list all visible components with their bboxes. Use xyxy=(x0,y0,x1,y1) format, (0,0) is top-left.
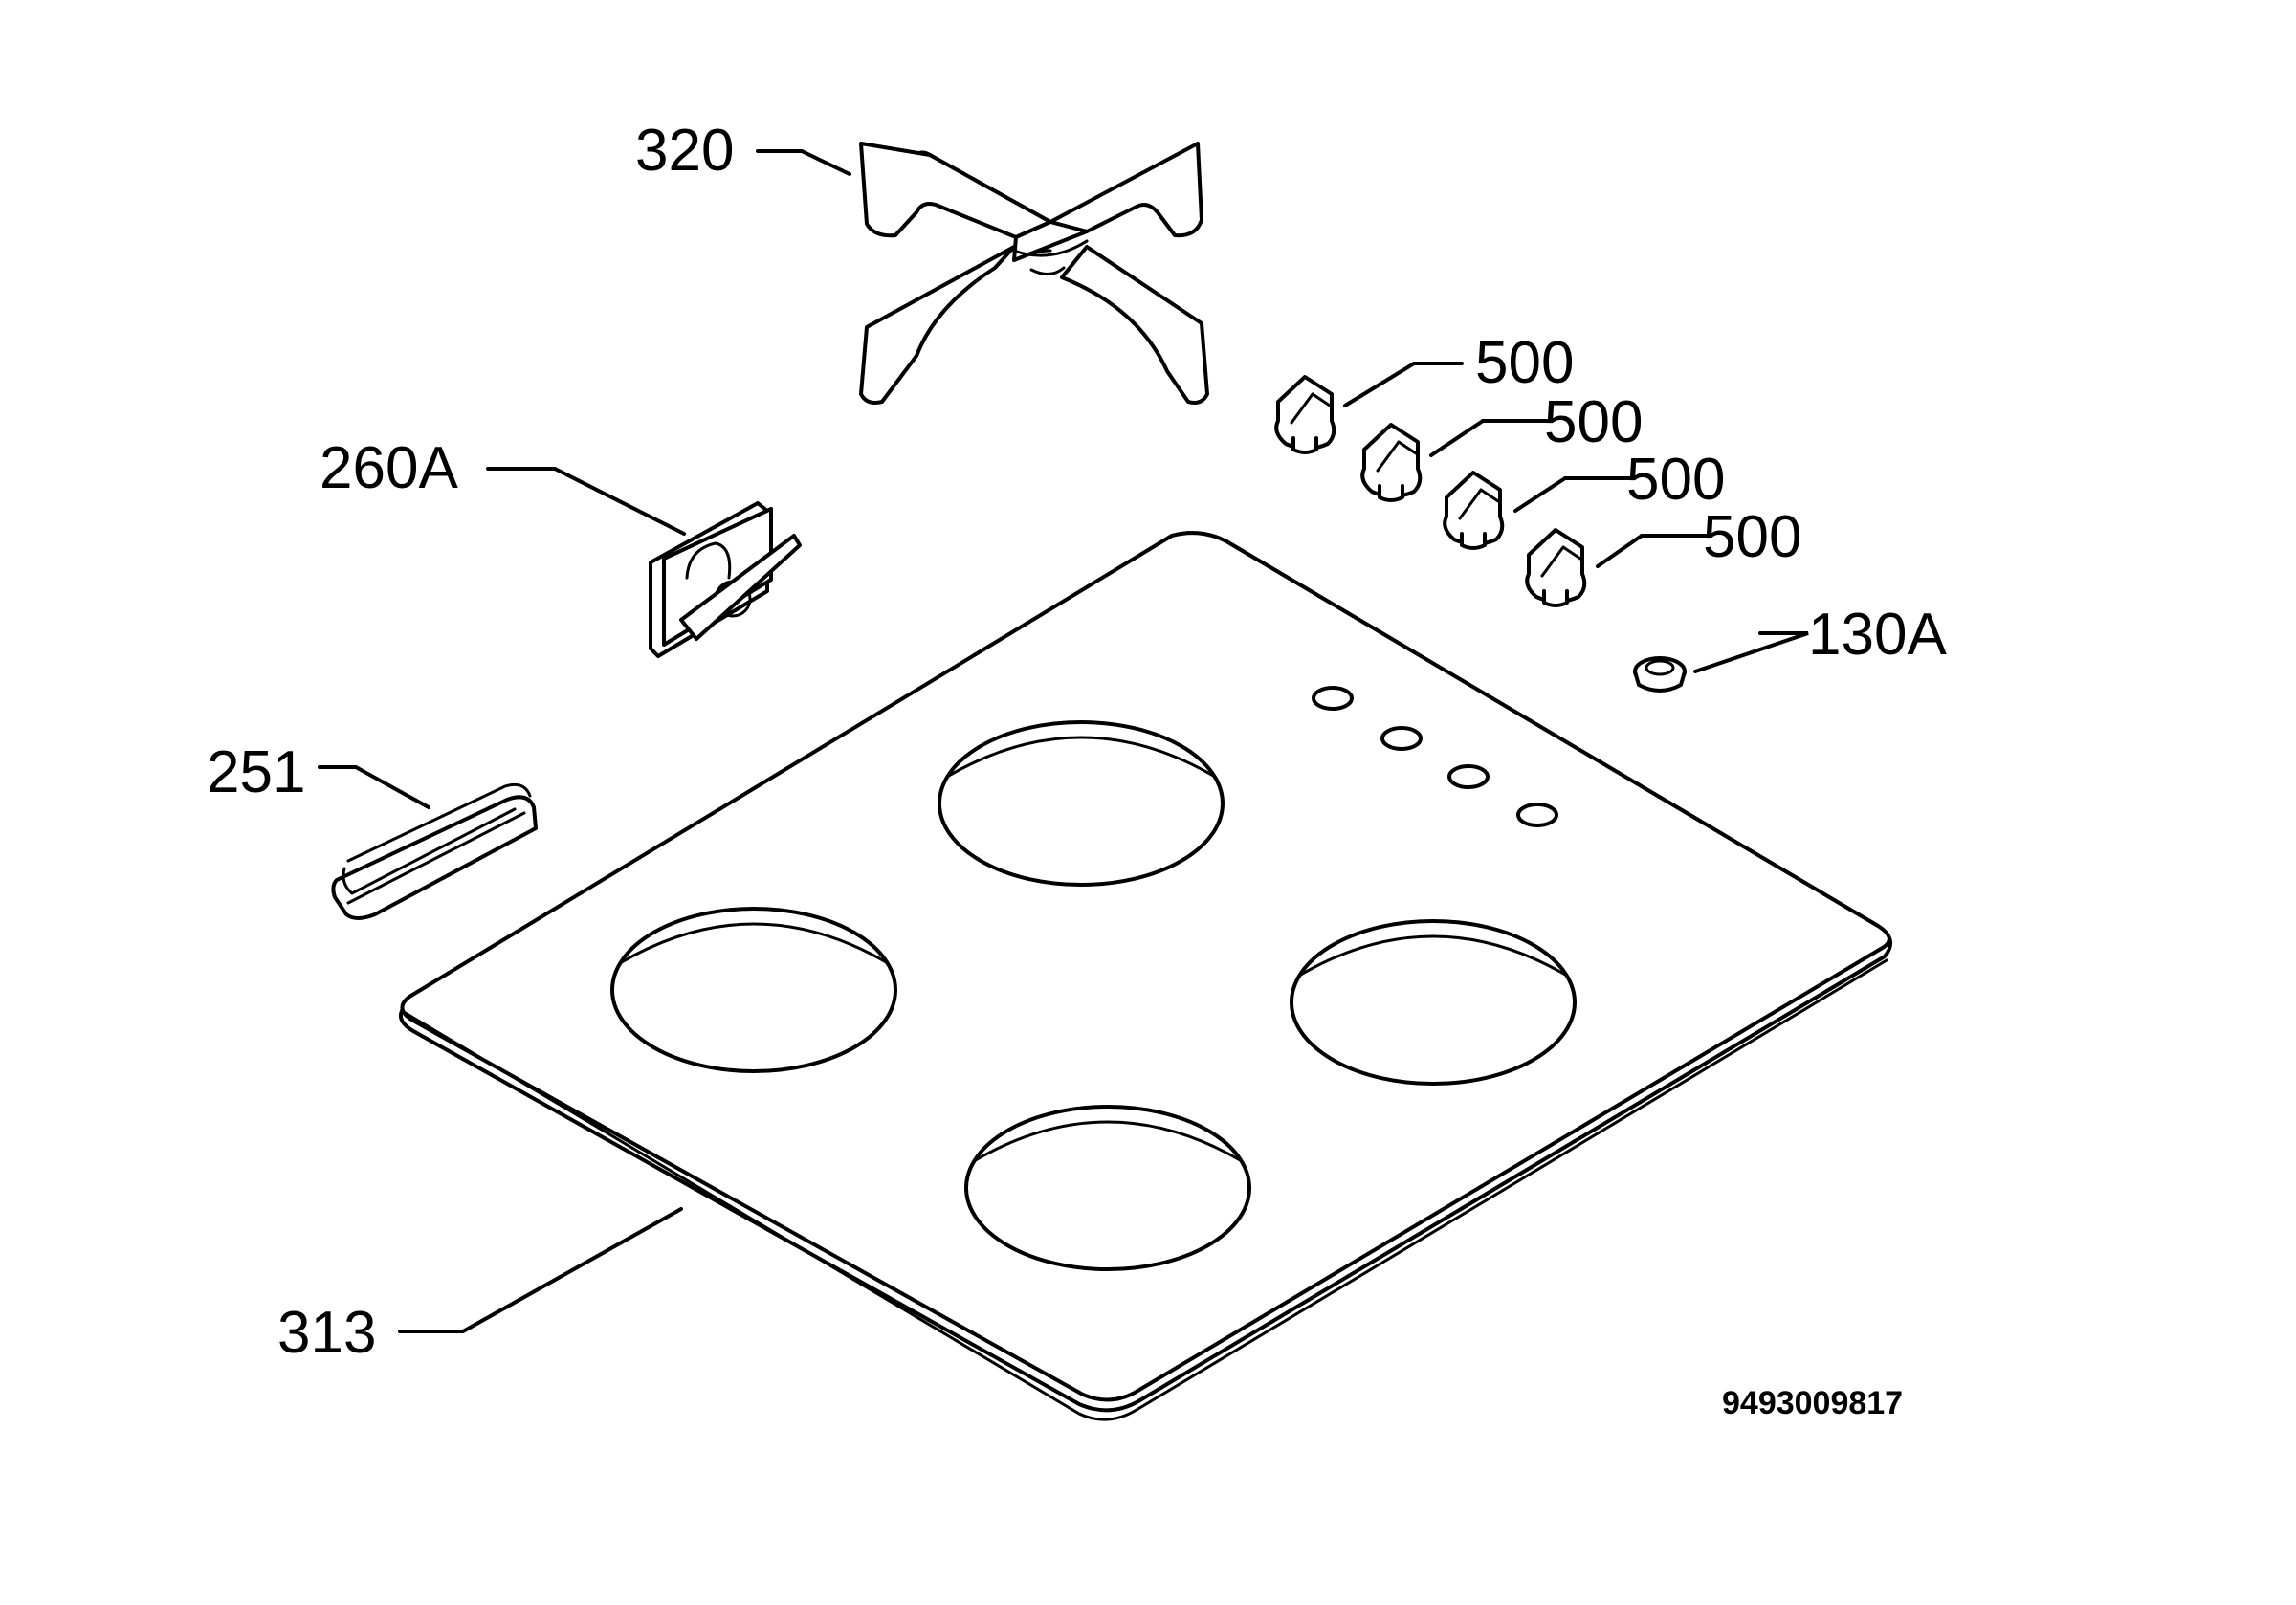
part-label-251: 251 xyxy=(207,739,305,805)
switch-cover-part xyxy=(649,501,802,658)
hotplate-recess-back xyxy=(938,720,1225,887)
clamp-part xyxy=(331,782,538,920)
control-knob-1 xyxy=(1274,375,1336,454)
part-label-500-4: 500 xyxy=(1703,504,1801,570)
leader-500-2b xyxy=(1429,419,1485,457)
control-knob-4 xyxy=(1525,528,1587,607)
part-label-260a: 260A xyxy=(320,435,458,501)
document-number: 9493009817 xyxy=(1722,1385,1903,1421)
leader-500-1b xyxy=(1343,362,1416,407)
leader-320 xyxy=(756,149,851,176)
pan-support-grid xyxy=(859,142,1209,405)
control-knob-2 xyxy=(1360,423,1423,502)
part-label-500-1: 500 xyxy=(1475,330,1574,396)
hotplate-recess-right xyxy=(1290,919,1577,1086)
leader-260a xyxy=(486,467,686,536)
part-label-313: 313 xyxy=(277,1300,376,1366)
part-label-130a: 130A xyxy=(1808,602,1947,668)
part-label-500-2: 500 xyxy=(1544,389,1643,455)
leader-500-4b xyxy=(1596,534,1644,568)
hob-top-plate xyxy=(398,531,1893,1421)
part-label-320: 320 xyxy=(635,118,734,184)
hotplate-recess-front xyxy=(964,1105,1251,1271)
hotplate-recess-left xyxy=(610,907,897,1073)
part-label-500-3: 500 xyxy=(1626,447,1725,513)
plug-part xyxy=(1633,656,1687,693)
leader-251 xyxy=(318,765,430,809)
leader-130a xyxy=(1693,631,1809,673)
control-knob-3 xyxy=(1443,471,1505,550)
leader-313 xyxy=(398,1207,683,1333)
leader-lines xyxy=(318,149,1809,1333)
knob-holes xyxy=(1312,686,1558,827)
leader-500-3b xyxy=(1513,476,1567,513)
